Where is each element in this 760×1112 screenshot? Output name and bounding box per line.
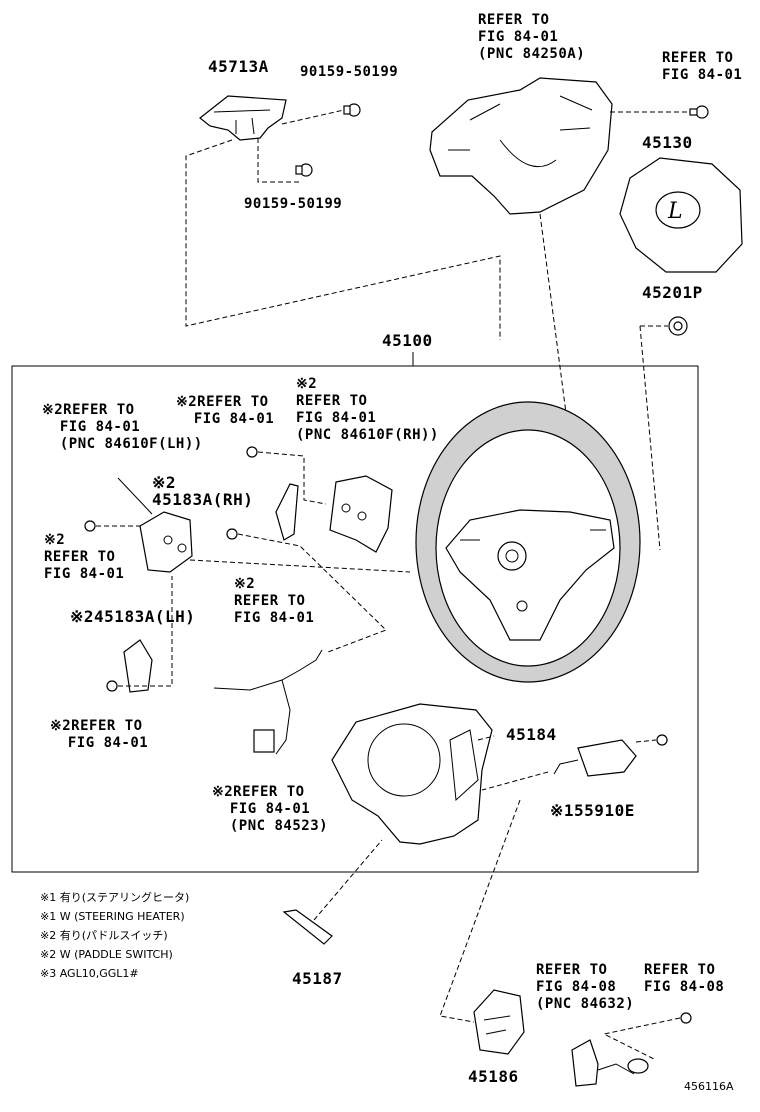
label-45130: 45130 [642,133,693,152]
connector-84632 [571,1039,649,1087]
paddle-arm-rh [275,483,299,541]
label-45201P: 45201P [642,283,703,302]
ref-fig-84-08: REFER TO FIG 84-08 [644,962,725,995]
wire-harness-84523 [213,649,323,755]
screw-left [84,520,96,532]
ref-84523: ※2REFER TO FIG 84-01 (PNC 84523) [212,784,329,834]
diagram-code: 456116A [684,1080,734,1093]
screw-55910E [656,734,668,746]
legend-item: ※1 W (STEERING HEATER) [40,910,185,923]
switch-bezel-top [429,77,613,215]
legend-item: ※2 有り(パドルスイッチ) [40,929,168,942]
ref-84610F-rh: ※2 REFER TO FIG 84-01 (PNC 84610F(RH)) [296,376,439,443]
screw-left-low [106,680,118,692]
part-45130-airbag: L [619,157,743,273]
paddle-switch-lh [117,477,193,573]
label-45183A-lh: ※245183A(LH) [70,607,196,626]
screw-center-top [246,446,258,458]
ref-left: ※2 REFER TO FIG 84-01 [44,532,125,582]
label-45713A: 45713A [208,57,269,76]
legend-item: ※2 W (PADDLE SWITCH) [40,948,173,961]
screw-84632 [680,1012,692,1024]
bolt-90159-bottom [295,163,313,177]
label-90159-bottom: 90159-50199 [244,196,343,212]
steering-wheel [415,401,641,683]
legend-item: ※3 AGL10,GGL1# [40,967,139,980]
part-45186-switch [473,989,525,1055]
label-45183A-rh: ※2 45183A(RH) [152,473,254,509]
assembly-frame [11,365,699,873]
ref-left-low: ※2REFER TO FIG 84-01 [50,718,149,751]
part-45183A-lh [123,639,153,693]
legend-item: ※1 有り(ステアリングヒータ) [40,891,190,904]
ref-84250A: REFER TO FIG 84-01 (PNC 84250A) [478,12,586,62]
label-45187: 45187 [292,969,343,988]
part-55910E-module [553,739,637,777]
label-45186: 45186 [468,1067,519,1086]
bolt-90159-top [343,103,361,117]
label-45184: 45184 [506,725,557,744]
svg-text:L: L [667,199,683,224]
ref-84632: REFER TO FIG 84-08 (PNC 84632) [536,962,635,1012]
ref-center: ※2 REFER TO FIG 84-01 [234,576,315,626]
part-45187-strip [282,909,333,945]
screw-top-right [689,105,709,119]
screw-center [226,528,238,540]
part-45201P-nut [668,316,688,336]
ref-mid-small: ※2REFER TO FIG 84-01 [176,394,275,427]
label-45100: 45100 [382,331,433,350]
ref-top-right: REFER TO FIG 84-01 [662,50,743,83]
paddle-switch-rh [329,475,393,553]
label-90159-top: 90159-50199 [300,64,399,80]
label-55910E: ※155910E [550,801,635,820]
part-45184-lower-cover [331,703,493,845]
ref-84610F-lh: ※2REFER TO FIG 84-01 (PNC 84610F(LH)) [42,402,203,452]
legend: ※1 有り(ステアリングヒータ) ※1 W (STEERING HEATER) … [40,888,189,983]
part-45713A-bracket [199,95,287,141]
